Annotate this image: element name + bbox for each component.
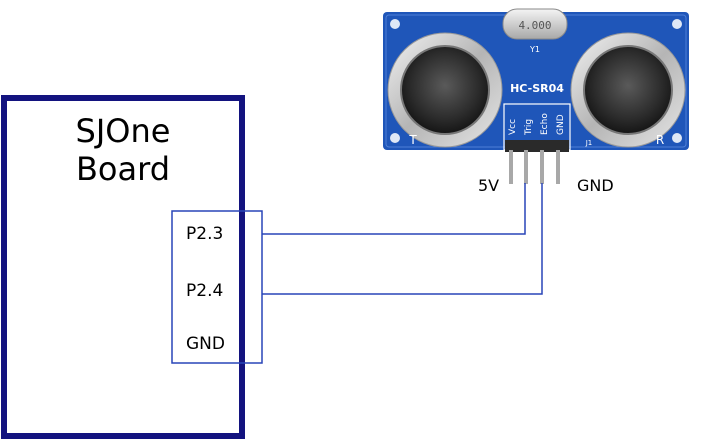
pin-label-gnd: GND (556, 114, 566, 135)
pin-echo (540, 150, 544, 184)
pin-vcc (509, 150, 513, 184)
pin-trig (524, 150, 528, 184)
pin-gnd (556, 150, 560, 184)
five-volt-label: 5V (478, 176, 500, 195)
receiver-mark: R (656, 133, 664, 147)
board-pin-gnd: GND (186, 334, 225, 354)
ground-label: GND (577, 176, 614, 195)
trig-wire (262, 183, 526, 235)
board-title: SJOne Board (6, 112, 240, 188)
sensor-header-pins (505, 140, 569, 184)
transmitter-transducer (387, 32, 503, 148)
sensor-model: HC-SR04 (510, 82, 564, 95)
pin-header-box (171, 210, 263, 364)
transmitter-mark: T (408, 133, 417, 147)
pin-label-echo: Echo (540, 113, 550, 135)
receiver-transducer (570, 32, 686, 148)
echo-wire (262, 183, 543, 295)
board-outline (1, 95, 245, 439)
board-pin-p2-3: P2.3 (186, 224, 224, 244)
crystal-value: 4.000 (518, 19, 551, 32)
header-ref: J1 (585, 139, 593, 147)
pin-label-trig: Trig (524, 119, 534, 136)
crystal-oscillator (502, 8, 568, 40)
hc-sr04-module (383, 8, 689, 151)
board-pin-p2-4: P2.4 (186, 281, 224, 301)
board-title-line-2: Board (75, 150, 171, 188)
crystal-ref: Y1 (529, 45, 540, 54)
pin-label-vcc: Vcc (508, 119, 518, 135)
board-title-line-1: SJOne (75, 112, 171, 150)
